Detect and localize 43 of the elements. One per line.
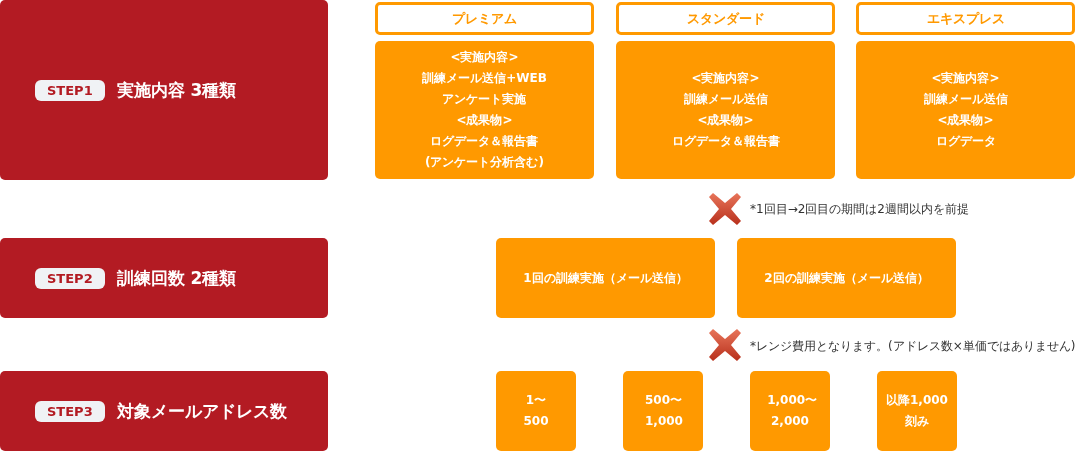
- option-card: [496, 238, 715, 318]
- plan-name: スタンダード: [686, 9, 765, 28]
- step-panel: [0, 371, 328, 451]
- plan-header: [375, 2, 594, 35]
- step-tag: STEP2: [35, 267, 105, 289]
- option-text: 1〜500: [522, 392, 550, 430]
- option-card: [737, 238, 956, 318]
- option-text: <成果物>: [937, 112, 994, 129]
- option-text: 以降1,000刻み: [885, 392, 949, 430]
- option-card: [623, 371, 703, 451]
- option-text: 2回の訓練実施（メール送信）: [764, 269, 929, 287]
- option-text: ログデータ＆報告書(アンケート分析含む): [424, 133, 545, 171]
- option-text: 500〜1,000: [645, 392, 681, 430]
- option-text: 訓練メール送信+WEBアンケート実施: [422, 70, 547, 108]
- step-tag: STEP1: [35, 79, 105, 101]
- plan-header: [856, 2, 1075, 35]
- option-text: <実施内容>: [449, 49, 520, 66]
- step-title: 訓練回数 2種類: [116, 266, 237, 290]
- option-text: <成果物>: [697, 112, 754, 129]
- option-text: 訓練メール送信: [923, 91, 1008, 108]
- option-card: [750, 371, 830, 451]
- step-title: 実施内容 3種類: [116, 78, 237, 102]
- option-text: ログデータ: [935, 133, 996, 150]
- option-card: [856, 41, 1075, 179]
- footnote: *1回目→2回目の期間は2週間以内を前提: [750, 201, 969, 218]
- footnote: *レンジ費用となります。(アドレス数×単価ではありません): [750, 338, 1076, 355]
- option-card: [375, 41, 594, 179]
- option-text: ログデータ＆報告書: [671, 133, 780, 150]
- option-card: [877, 371, 957, 451]
- option-card: [496, 371, 576, 451]
- step-panel: [0, 0, 328, 180]
- step-panel: [0, 238, 328, 318]
- step-title: 対象メールアドレス数: [116, 399, 287, 423]
- plan-name: エキスプレス: [926, 9, 1005, 28]
- option-text: <実施内容>: [691, 70, 760, 87]
- option-text: 訓練メール送信: [683, 91, 768, 108]
- option-text: <実施内容>: [931, 70, 1000, 87]
- plan-header: [616, 2, 835, 35]
- option-text: 1回の訓練実施（メール送信）: [523, 269, 688, 287]
- option-card: [616, 41, 835, 179]
- step-tag: STEP3: [35, 400, 105, 422]
- option-text: <成果物>: [455, 112, 514, 129]
- plan-name: プレミアム: [452, 9, 517, 28]
